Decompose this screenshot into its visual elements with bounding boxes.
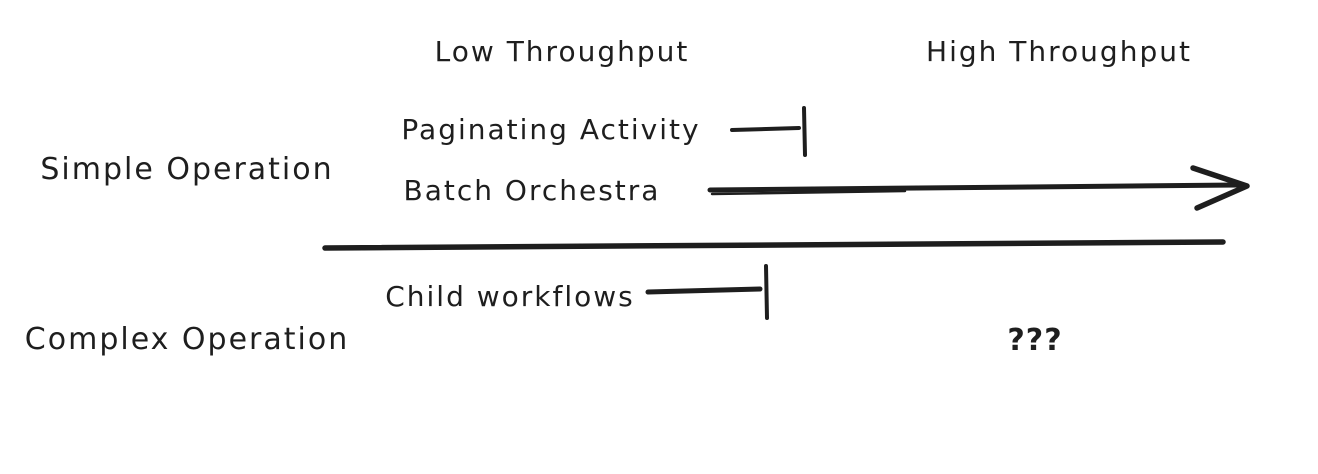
row-divider-line: [322, 239, 1226, 251]
column-header-low-throughput: Low Throughput: [434, 35, 690, 68]
paginating-activity-range-line: [730, 106, 807, 157]
row-label-simple-operation: Simple Operation: [40, 152, 334, 187]
item-label-child-workflows: Child workflows: [385, 280, 635, 313]
item-label-batch-orchestra: Batch Orchestra: [403, 174, 661, 207]
batch-orchestra-arrow: [707, 165, 1250, 211]
item-label-paginating-activity: Paginating Activity: [401, 113, 701, 146]
unknown-placeholder: ???: [1007, 323, 1063, 358]
child-workflows-range-line: [645, 264, 769, 320]
column-header-high-throughput: High Throughput: [926, 35, 1192, 68]
row-label-complex-operation: Complex Operation: [24, 322, 350, 357]
